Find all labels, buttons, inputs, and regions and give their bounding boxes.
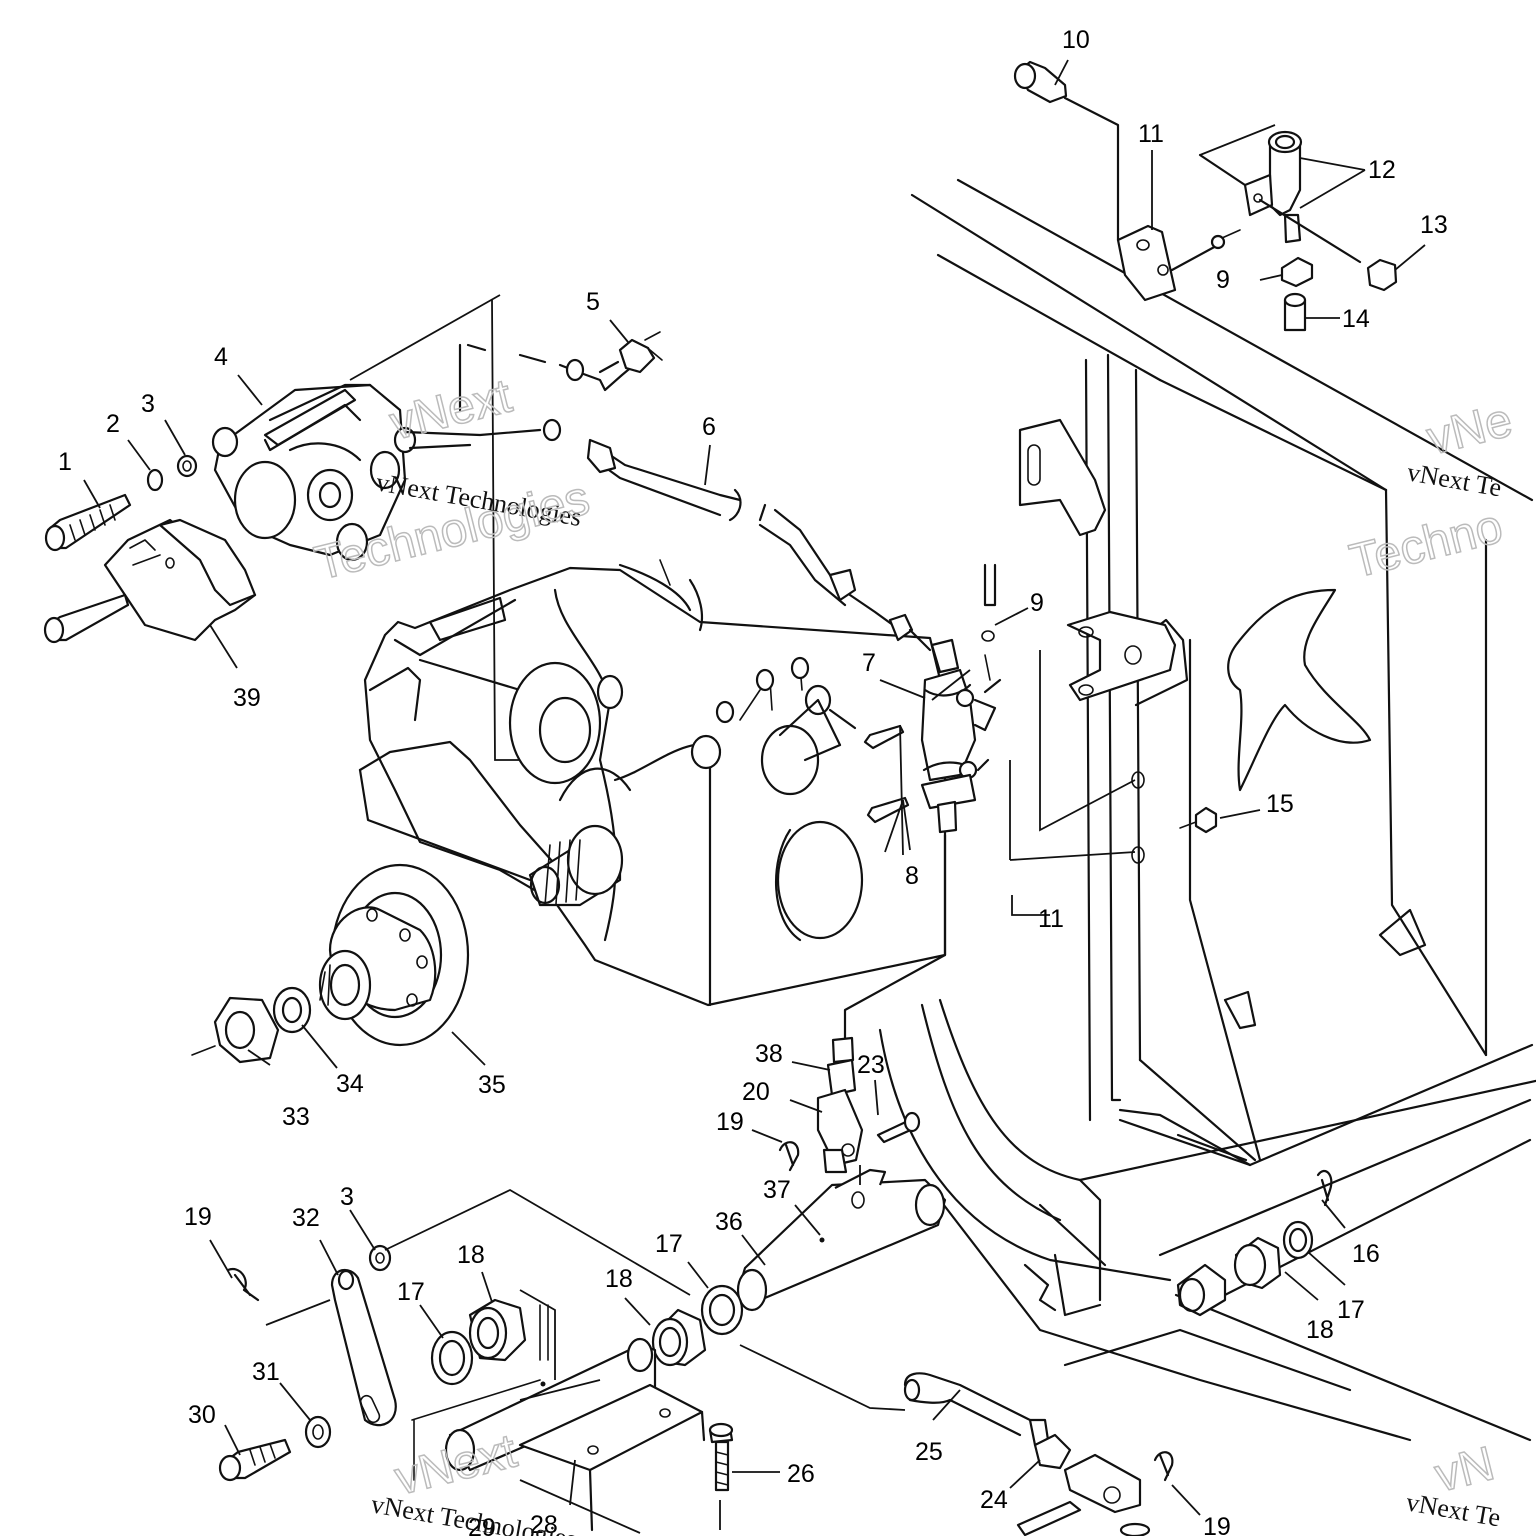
washer-17-mid bbox=[700, 1284, 744, 1336]
callout-9-mid: 9 bbox=[1030, 589, 1044, 617]
callout-29: 29 bbox=[468, 1514, 496, 1536]
callout-8: 8 bbox=[905, 862, 919, 890]
callout-38: 38 bbox=[755, 1040, 783, 1068]
transmission-housing bbox=[358, 559, 947, 1007]
caliper-shield bbox=[103, 518, 257, 642]
callout-34: 34 bbox=[336, 1070, 364, 1098]
callout-30: 30 bbox=[188, 1401, 216, 1429]
bolt-1 bbox=[44, 493, 132, 552]
watermark-techno-right: Techno bbox=[1345, 500, 1508, 589]
callout-3-lower: 3 bbox=[340, 1183, 354, 1211]
bushing-18-mid bbox=[651, 1308, 707, 1367]
callout-37: 37 bbox=[763, 1176, 791, 1204]
bolt-8b bbox=[866, 796, 910, 824]
washer-3 bbox=[176, 454, 198, 478]
washer-31 bbox=[304, 1415, 332, 1449]
callout-18-mid: 18 bbox=[605, 1265, 633, 1293]
callout-20: 20 bbox=[742, 1078, 770, 1106]
callout-24: 24 bbox=[980, 1486, 1008, 1514]
callout-17-left: 17 bbox=[397, 1278, 425, 1306]
frame-tube-end bbox=[1176, 1263, 1227, 1317]
brake-line bbox=[403, 331, 932, 652]
mounting-bracket-top bbox=[1063, 96, 1241, 302]
bolt-shield bbox=[43, 593, 130, 644]
washer-3-lower bbox=[368, 1244, 392, 1272]
callout-17-mid: 17 bbox=[655, 1230, 683, 1258]
lock-washer-2 bbox=[146, 468, 164, 492]
cotter-pin-19-left bbox=[226, 1267, 260, 1302]
nut-15 bbox=[1194, 806, 1218, 834]
watermark-vnext-center: vNext bbox=[385, 370, 517, 451]
callout-26: 26 bbox=[787, 1460, 815, 1488]
pivot-bracket bbox=[411, 1304, 706, 1532]
callout-35: 35 bbox=[478, 1071, 506, 1099]
callout-10: 10 bbox=[1062, 26, 1090, 54]
callout-19-right: 19 bbox=[1203, 1513, 1231, 1536]
callout-31: 31 bbox=[252, 1358, 280, 1386]
callout-11-top: 11 bbox=[1138, 120, 1164, 148]
callout-28: 28 bbox=[530, 1511, 558, 1536]
callout-19-left: 19 bbox=[184, 1203, 212, 1231]
callout-12: 12 bbox=[1368, 156, 1396, 184]
bushing-18-left bbox=[468, 1298, 527, 1362]
callout-33: 33 bbox=[282, 1103, 310, 1131]
nut-13 bbox=[1366, 258, 1398, 292]
callout-5: 5 bbox=[586, 288, 600, 316]
callout-3: 3 bbox=[141, 390, 155, 418]
brake-disc bbox=[318, 863, 470, 1047]
callout-1: 1 bbox=[58, 448, 72, 476]
callout-19-mid: 19 bbox=[716, 1108, 744, 1136]
callout-9-top: 9 bbox=[1216, 266, 1230, 294]
watermark-vne-right: vNe bbox=[1422, 394, 1518, 466]
brake-caliper bbox=[211, 383, 417, 562]
pushrod-clevis bbox=[816, 833, 947, 1174]
frame-assembly bbox=[878, 178, 1536, 1442]
nut-and-washer bbox=[191, 986, 312, 1064]
bushing-18-right bbox=[1233, 1236, 1282, 1290]
callout-15: 15 bbox=[1266, 790, 1294, 818]
leader-lines bbox=[83, 59, 1426, 1534]
watermark-vn-bottom-right: vN bbox=[1430, 1437, 1500, 1503]
callout-6: 6 bbox=[702, 413, 716, 441]
callout-17-right: 17 bbox=[1337, 1296, 1365, 1324]
cotter-pin-16 bbox=[1316, 1169, 1333, 1207]
callout-16: 16 bbox=[1352, 1240, 1380, 1268]
callout-7: 7 bbox=[862, 649, 876, 677]
bolt-8a bbox=[863, 724, 905, 750]
callout-32: 32 bbox=[292, 1204, 320, 1232]
reservoir bbox=[1198, 130, 1362, 264]
callout-11-mid: 11 bbox=[1038, 905, 1064, 933]
callouts: 1 2 3 4 5 6 7 8 9 9 10 11 11 12 13 14 15… bbox=[58, 26, 1448, 1536]
bolt-26 bbox=[708, 1422, 734, 1492]
callout-14: 14 bbox=[1342, 305, 1370, 333]
callout-2: 2 bbox=[106, 410, 120, 438]
callout-23: 23 bbox=[857, 1051, 885, 1079]
watermark-right: vNext Te bbox=[1405, 457, 1504, 502]
washer-17-left bbox=[430, 1330, 474, 1386]
cotter-pin-19-right bbox=[1153, 1451, 1174, 1482]
bolt-30 bbox=[218, 1438, 292, 1482]
nut-9 bbox=[1280, 256, 1314, 288]
callout-18-left: 18 bbox=[457, 1241, 485, 1269]
callout-4: 4 bbox=[214, 343, 228, 371]
cotter-pin-19-mid bbox=[778, 1141, 800, 1172]
callout-36: 36 bbox=[715, 1208, 743, 1236]
brake-arm-32 bbox=[330, 1268, 397, 1427]
callout-13: 13 bbox=[1420, 211, 1448, 239]
callout-39: 39 bbox=[233, 684, 261, 712]
washer-17-right bbox=[1282, 1220, 1314, 1260]
callout-25: 25 bbox=[915, 1438, 943, 1466]
bolt-10 bbox=[1013, 60, 1068, 104]
callout-18-right: 18 bbox=[1306, 1316, 1334, 1344]
